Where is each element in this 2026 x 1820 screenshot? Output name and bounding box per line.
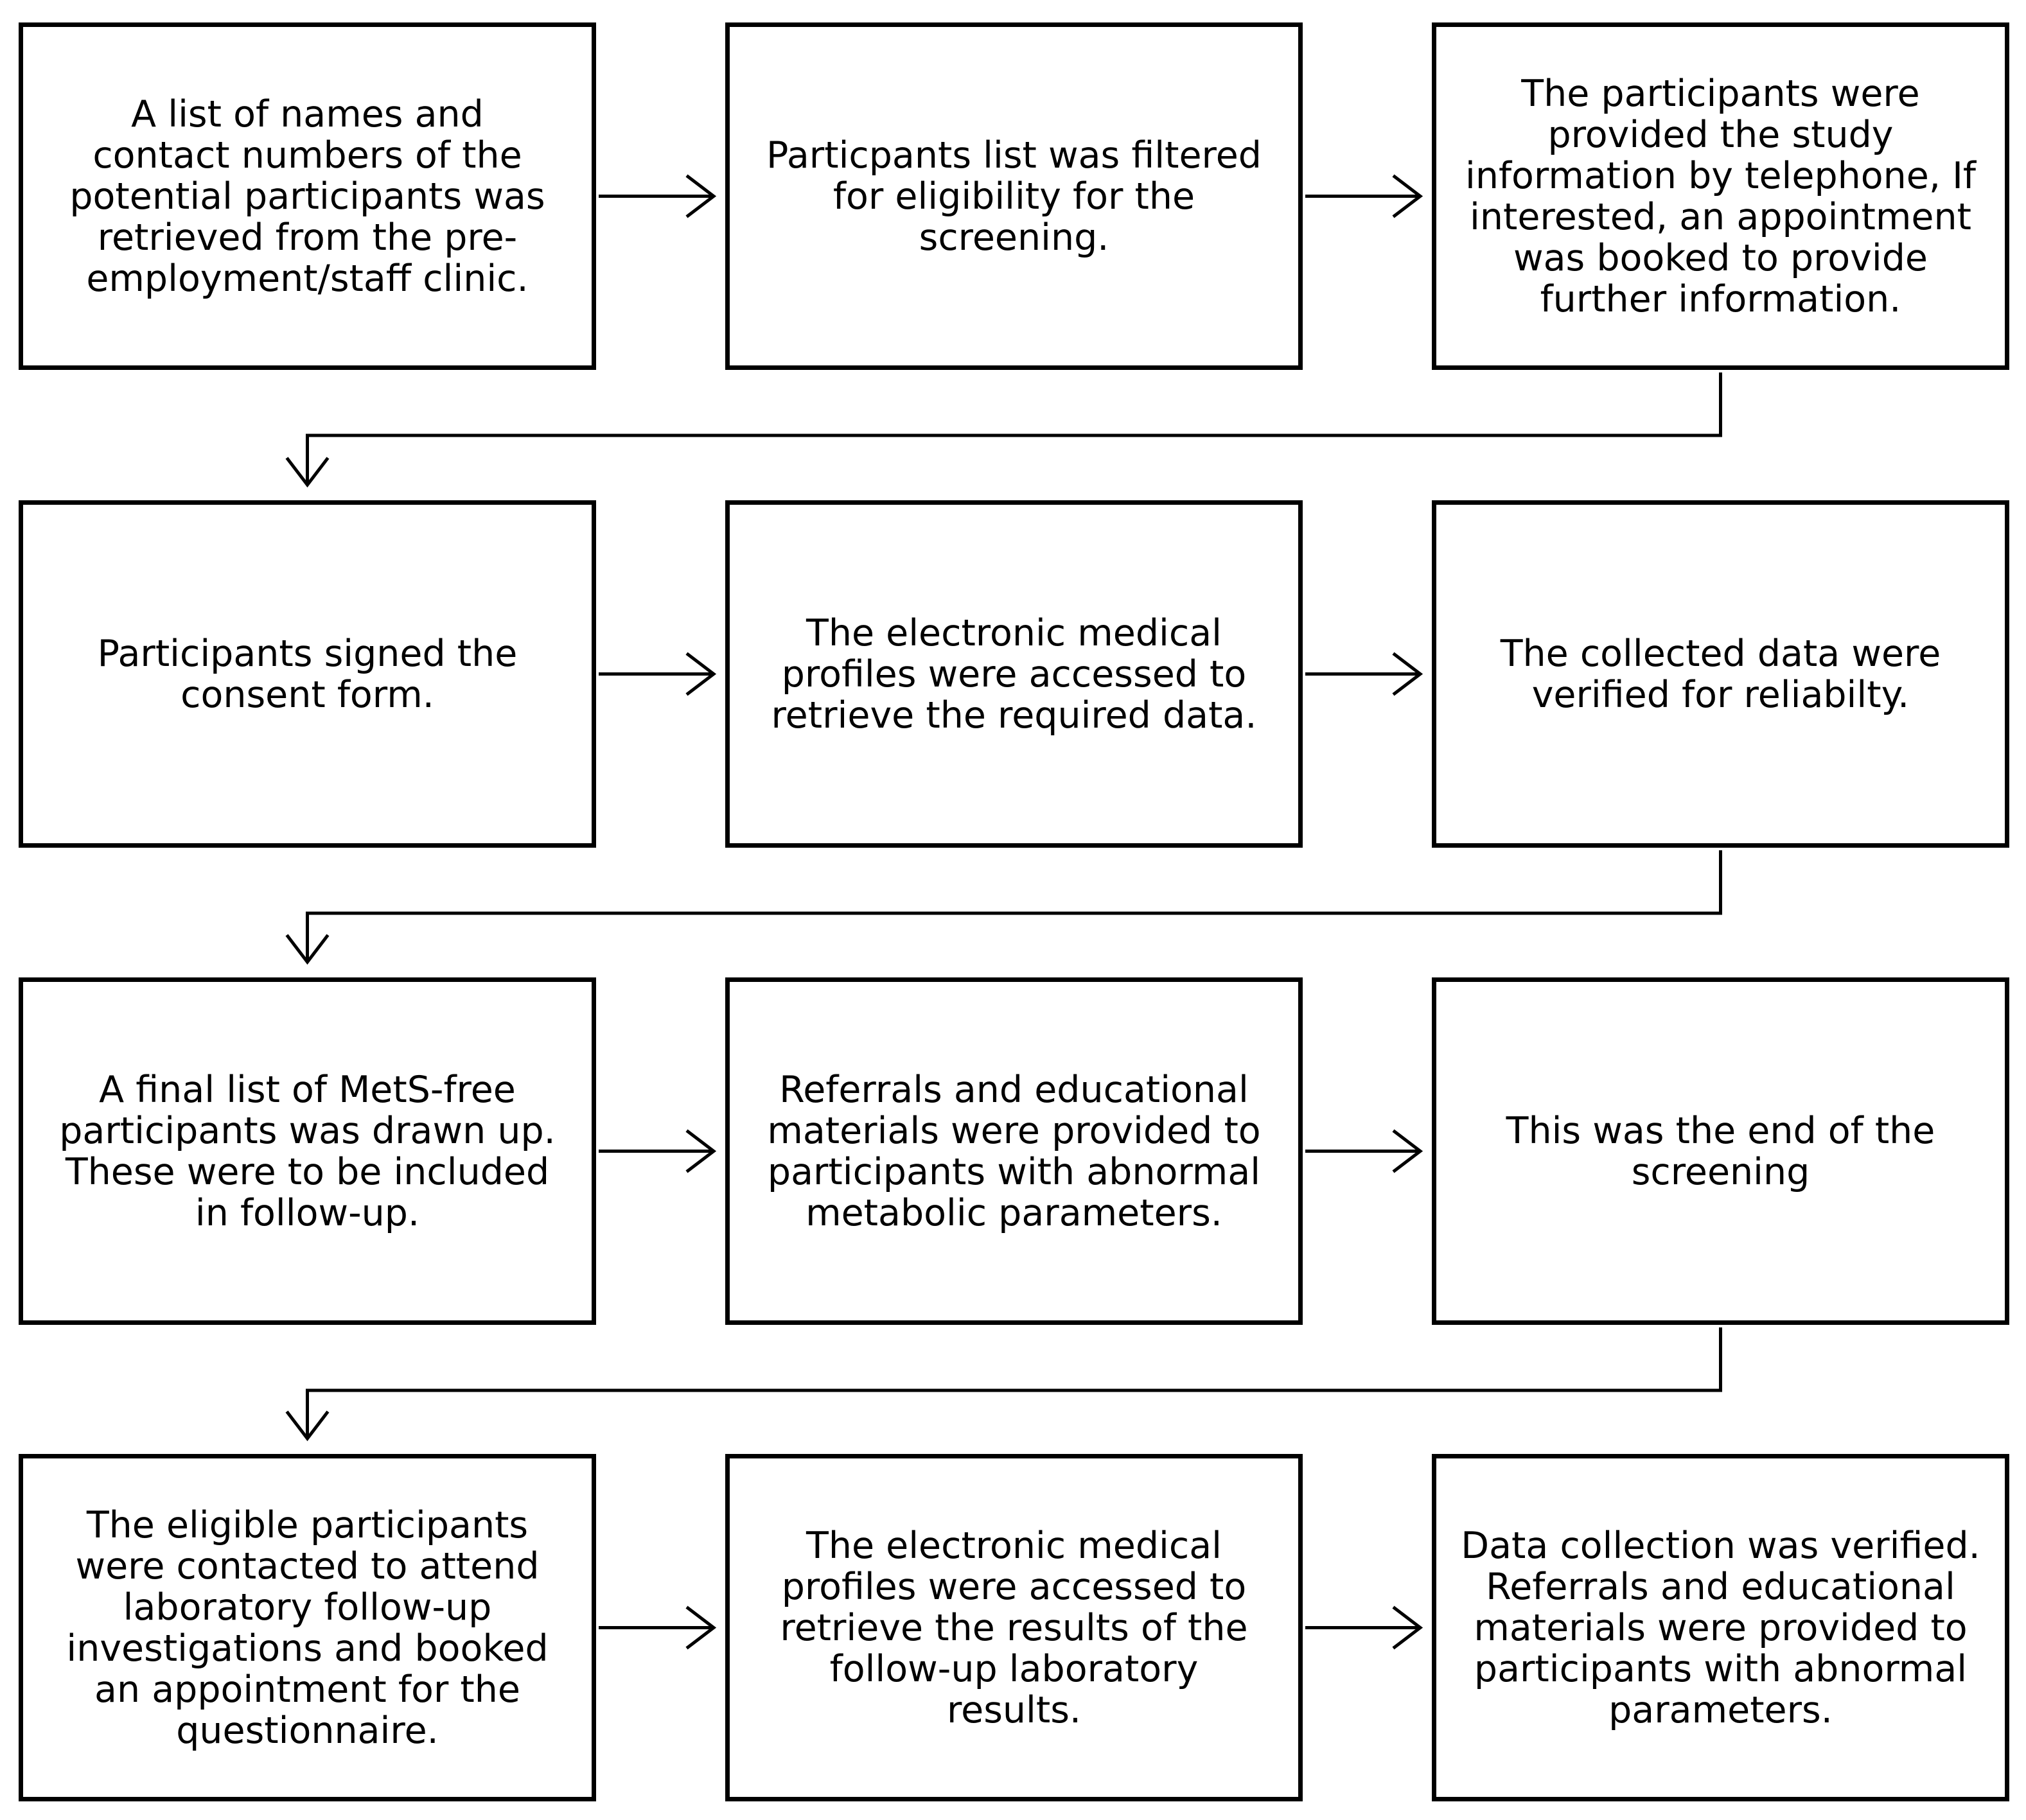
step-text-4: Participants signed the consent form. [97, 632, 518, 716]
step-box-8: Referrals and educational materials were… [725, 977, 1303, 1325]
step-text-2: Particpants list was filtered for eligib… [766, 134, 1262, 259]
step-box-1: A list of names and contact numbers of t… [19, 22, 596, 370]
step-text-7: A final list of MetS-free participants w… [59, 1068, 556, 1234]
connector-arrow-9 [285, 1327, 1722, 1442]
step-box-3: The participants were provided the study… [1432, 22, 2009, 370]
connector-arrow-11 [1305, 1606, 1423, 1650]
step-box-6: The collected data were verified for rel… [1432, 500, 2009, 848]
step-text-10: The eligible participants were contacted… [66, 1503, 549, 1752]
connector-arrow-8 [1305, 1129, 1423, 1173]
step-box-12: Data collection was verified. Referrals … [1432, 1454, 2009, 1801]
step-text-12: Data collection was verified. Referrals … [1461, 1524, 1980, 1731]
connector-arrow-6 [285, 850, 1722, 965]
step-box-5: The electronic medical profiles were acc… [725, 500, 1303, 848]
step-text-6: The collected data were verified for rel… [1500, 632, 1941, 716]
step-text-1: A list of names and contact numbers of t… [69, 92, 545, 300]
step-box-2: Particpants list was filtered for eligib… [725, 22, 1303, 370]
step-box-11: The electronic medical profiles were acc… [725, 1454, 1303, 1801]
step-box-7: A final list of MetS-free participants w… [19, 977, 596, 1325]
connector-arrow-3 [285, 372, 1722, 488]
connector-arrow-2 [1305, 174, 1423, 218]
step-text-3: The participants were provided the study… [1465, 72, 1976, 320]
step-text-8: Referrals and educational materials were… [767, 1068, 1261, 1234]
connector-arrow-1 [599, 174, 717, 218]
step-text-9: This was the end of the screening [1506, 1109, 1935, 1193]
connector-arrow-4 [599, 652, 717, 696]
step-text-5: The electronic medical profiles were acc… [771, 611, 1257, 737]
connector-arrow-10 [599, 1606, 717, 1650]
connector-arrow-7 [599, 1129, 717, 1173]
step-text-11: The electronic medical profiles were acc… [780, 1524, 1248, 1731]
step-box-4: Participants signed the consent form. [19, 500, 596, 848]
step-box-9: This was the end of the screening [1432, 977, 2009, 1325]
step-box-10: The eligible participants were contacted… [19, 1454, 596, 1801]
connector-arrow-5 [1305, 652, 1423, 696]
